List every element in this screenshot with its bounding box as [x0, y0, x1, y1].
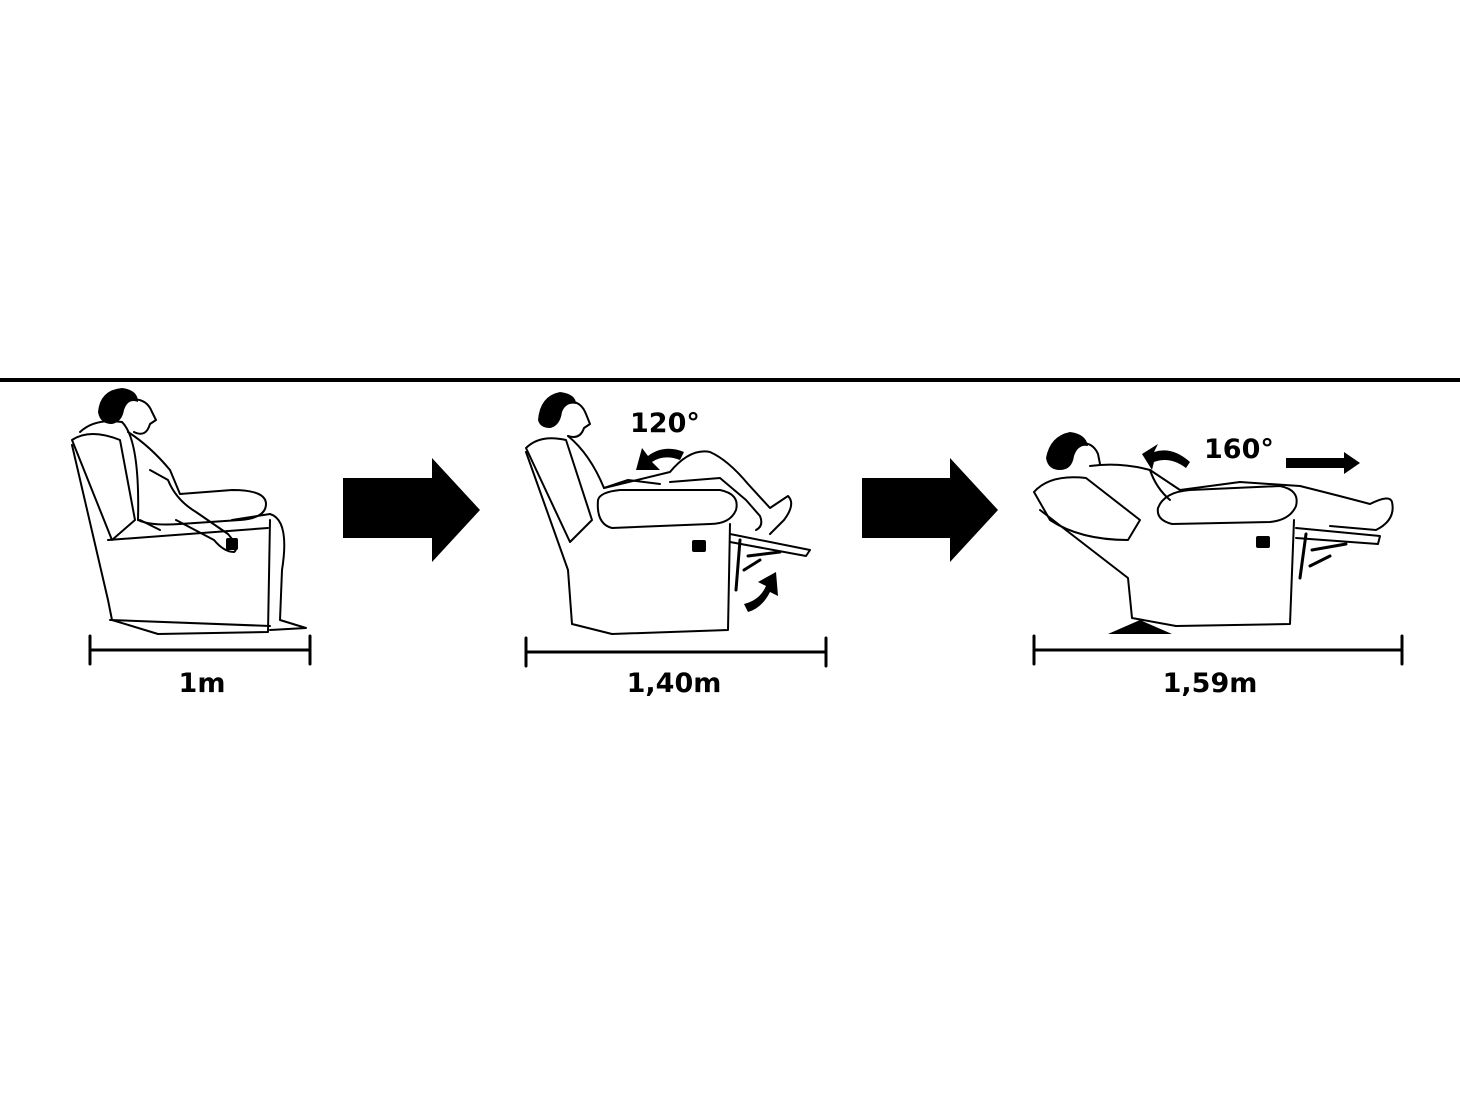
stage-recline-120: 120° 1,40m: [524, 392, 828, 699]
angle-label-160: 160°: [1204, 434, 1274, 465]
curved-arrow-icon: [636, 448, 684, 470]
stage-recline-160: 160° 1,59m: [1032, 432, 1404, 699]
stage-upright: 1m: [71, 388, 312, 699]
dimension-line-3: [1032, 634, 1404, 666]
recliner-chair-partial: [525, 437, 811, 635]
curved-arrow-icon: [1142, 444, 1190, 470]
recliner-chair-upright: [71, 420, 271, 635]
width-label-1: 1m: [179, 668, 226, 699]
curved-arrow-icon: [744, 572, 778, 612]
dimension-line-1: [88, 634, 312, 666]
person-partial: [538, 392, 793, 535]
arrow-right-icon: [862, 458, 998, 562]
width-label-3: 1,59m: [1163, 668, 1258, 699]
angle-label-120: 120°: [630, 408, 700, 439]
recliner-chair-full: [1033, 476, 1381, 634]
arrow-right-icon: [343, 458, 480, 562]
dimension-line-2: [524, 636, 828, 668]
person-upright: [98, 388, 307, 631]
width-label-2: 1,40m: [627, 668, 722, 699]
arrow-right-icon: [1286, 452, 1360, 474]
person-full: [1046, 432, 1394, 531]
